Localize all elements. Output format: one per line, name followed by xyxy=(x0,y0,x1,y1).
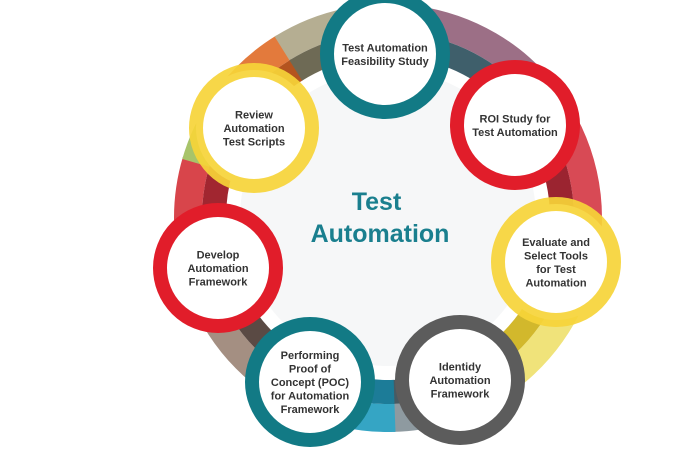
center-title: Test Automation xyxy=(311,188,450,248)
step-poc-label-line: Concept (POC) xyxy=(271,377,350,389)
step-develop-framework-label-line: Develop xyxy=(197,250,240,262)
step-poc-label-line: Proof of xyxy=(289,364,331,376)
step-feasibility-label-line: Test Automation xyxy=(342,42,428,54)
step-evaluate-tools-label-line: Automation xyxy=(525,277,586,289)
center-title-line-1: Test xyxy=(352,188,402,216)
step-evaluate-tools-label-line: for Test xyxy=(536,264,576,276)
step-develop-framework-label-line: Automation xyxy=(187,263,248,275)
step-review-scripts-ring xyxy=(189,63,319,193)
step-feasibility-ring xyxy=(320,0,450,119)
step-identify-framework-ring xyxy=(395,315,525,445)
step-feasibility-label-line: Feasibility Study xyxy=(341,56,429,68)
step-identify-framework-label-line: Framework xyxy=(431,389,491,401)
step-review-scripts-label-line: Test Scripts xyxy=(223,137,285,149)
step-review-scripts-label-line: Automation xyxy=(223,123,284,135)
step-develop-framework-label-line: Framework xyxy=(189,277,249,289)
step-evaluate-tools-ring xyxy=(491,197,621,327)
step-identify-framework-label-line: Identidy xyxy=(439,362,482,374)
step-poc-label-line: Framework xyxy=(281,404,341,416)
step-poc-ring xyxy=(245,317,375,447)
step-roi-label-line: Test Automation xyxy=(472,127,558,139)
step-evaluate-tools-label-line: Select Tools xyxy=(524,250,588,262)
step-review-scripts-label-line: Review xyxy=(235,110,273,122)
step-poc-label-line: Performing xyxy=(281,350,340,362)
step-develop-framework-ring xyxy=(153,203,283,333)
step-roi-ring xyxy=(450,60,580,190)
step-poc-label-line: for Automation xyxy=(271,391,350,403)
step-roi-label-line: ROI Study for xyxy=(480,113,552,125)
step-identify-framework-label-line: Automation xyxy=(429,375,490,387)
center-title-line-2: Automation xyxy=(311,220,450,248)
step-evaluate-tools-label-line: Evaluate and xyxy=(522,237,590,249)
